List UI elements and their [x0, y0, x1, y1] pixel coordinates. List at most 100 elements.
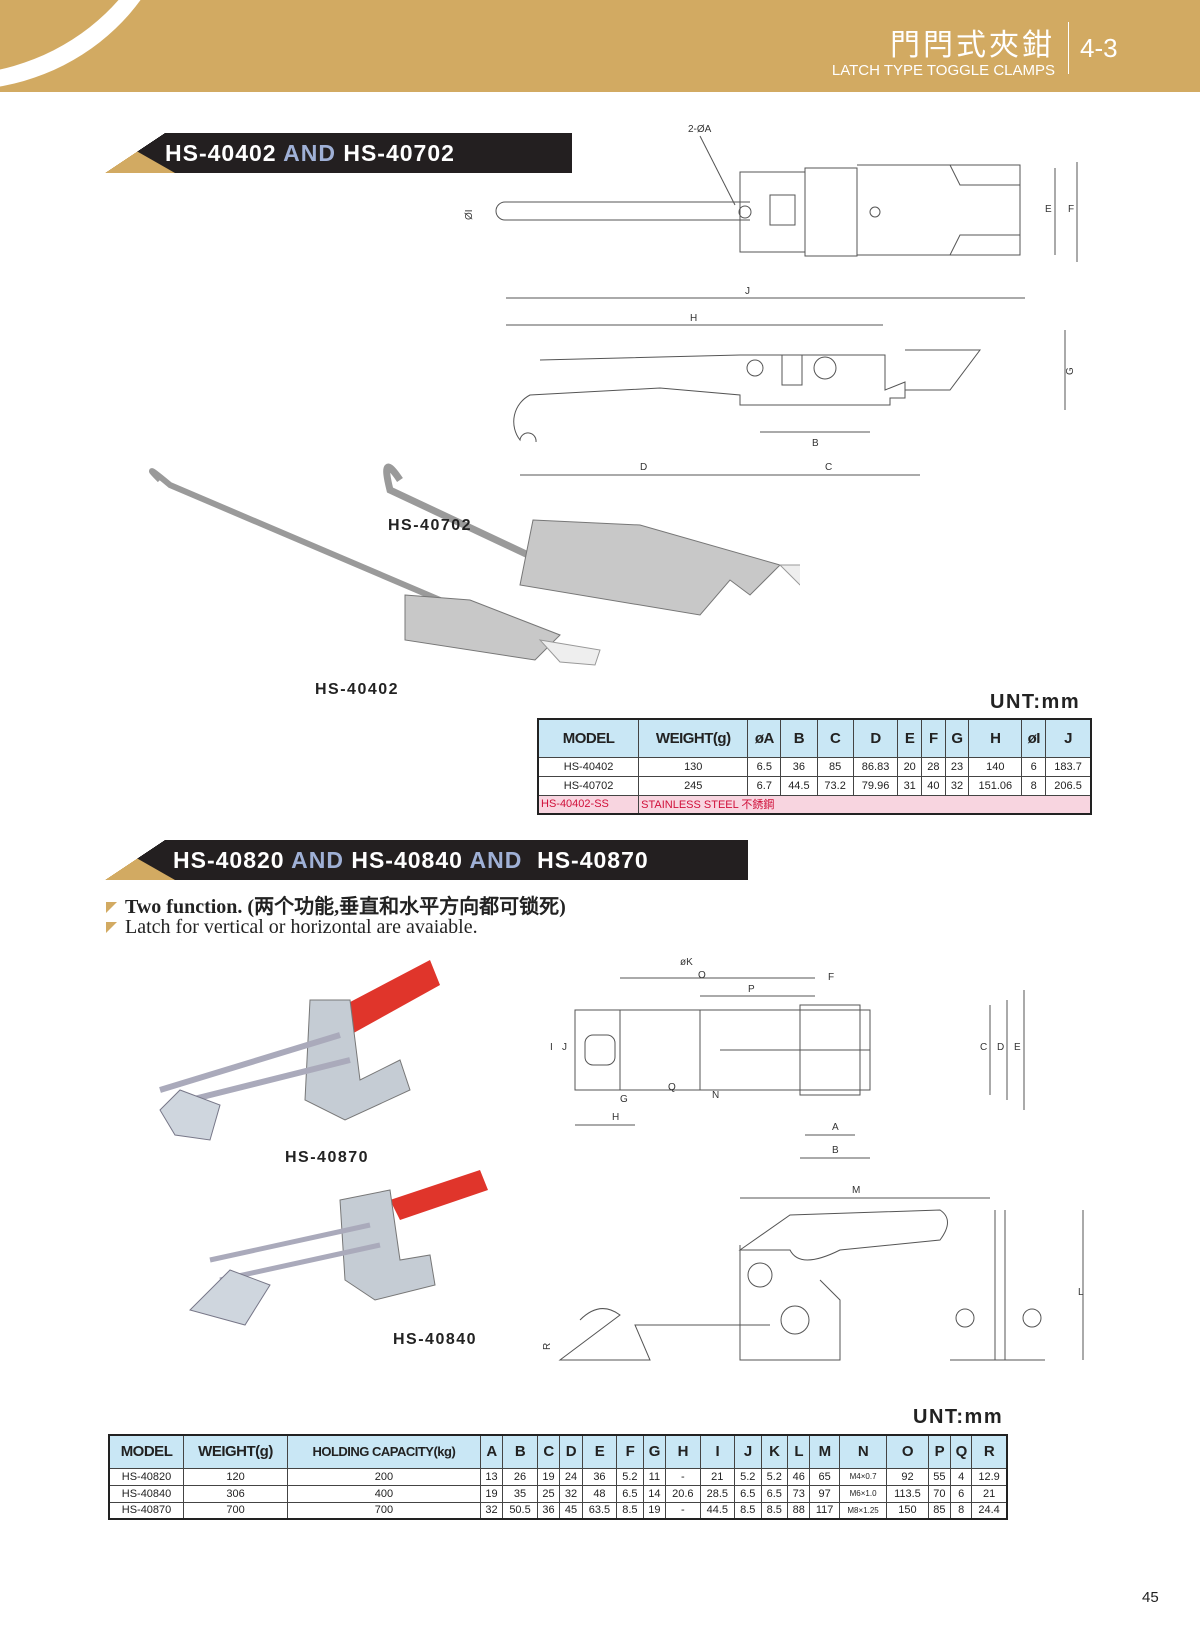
bullet-item: Latch for vertical or horizontal are ava…	[106, 916, 478, 939]
cell: 306	[183, 1484, 288, 1503]
cell: 50.5	[502, 1501, 538, 1520]
cell: 14	[642, 1484, 667, 1503]
cell: 700	[286, 1501, 481, 1520]
dim-label: I	[550, 1042, 553, 1053]
cell: 21	[971, 1484, 1008, 1503]
cell: 6.7	[747, 775, 782, 796]
col-header: MODEL	[537, 718, 640, 758]
dim-label: Q	[668, 1082, 676, 1093]
cell: 21	[699, 1467, 736, 1486]
dim-label: B	[812, 438, 819, 449]
col-header: WEIGHT(g)	[183, 1434, 288, 1469]
col-header: D	[559, 1434, 583, 1469]
page-number: 45	[1142, 1589, 1159, 1606]
cell: M6×1.0	[838, 1484, 888, 1503]
cell: 8	[950, 1501, 973, 1520]
cell: 44.5	[780, 775, 818, 796]
cell: 23	[944, 756, 970, 777]
dim-label: H	[612, 1112, 619, 1123]
col-header: L	[786, 1434, 811, 1469]
cell: 79.96	[852, 775, 899, 796]
cell: 8.5	[760, 1501, 788, 1520]
header-title-en: LATCH TYPE TOGGLE CLAMPS	[831, 62, 1055, 79]
col-header: P	[927, 1434, 952, 1469]
unit-label: UNT:mm	[990, 691, 1081, 713]
col-header: I	[699, 1434, 736, 1469]
dim-label: B	[832, 1145, 839, 1156]
cell: 117	[809, 1501, 840, 1520]
dim-label: J	[745, 286, 750, 297]
cell: 36	[780, 756, 818, 777]
cell: 150	[886, 1501, 929, 1520]
col-header: HOLDING CAPACITY(kg)	[286, 1434, 481, 1469]
cell: 13	[479, 1467, 504, 1486]
cell: 6	[950, 1484, 973, 1503]
dim-label: ØI	[464, 209, 475, 220]
cell: 31	[897, 775, 923, 796]
col-header: M	[809, 1434, 840, 1469]
cell: 8.5	[734, 1501, 762, 1520]
bullet-marker-icon	[106, 902, 117, 913]
col-header: B	[502, 1434, 538, 1469]
hs-40820-technical-drawing: øK O P F I J C D E Q N G H A B M R L	[542, 957, 1084, 1361]
col-header: øA	[747, 718, 782, 758]
col-header: E	[581, 1434, 618, 1469]
page-header: 門閂式夾鉗 LATCH TYPE TOGGLE CLAMPS 4-3	[0, 0, 1200, 92]
dim-label: L	[1078, 1287, 1084, 1298]
dim-label: P	[748, 984, 755, 995]
header-divider	[1068, 22, 1069, 74]
col-header: A	[479, 1434, 504, 1469]
dim-label: E	[1045, 204, 1052, 215]
cell: 32	[559, 1484, 583, 1503]
dim-label: 2-ØA	[688, 124, 712, 135]
cell: 5.2	[734, 1467, 762, 1486]
cell: 12.9	[971, 1467, 1008, 1486]
cell: 28.5	[699, 1484, 736, 1503]
dim-label: N	[712, 1090, 719, 1101]
cell: 206.5	[1045, 775, 1092, 796]
cell: 85	[927, 1501, 952, 1520]
cell: 400	[286, 1484, 481, 1503]
cell: -	[665, 1501, 701, 1520]
cell: STAINLESS STEEL 不銹鋼	[638, 794, 1092, 815]
product-label-hs-40402: HS-40402	[315, 681, 400, 698]
cell: 97	[809, 1484, 840, 1503]
cell: 46	[786, 1467, 811, 1486]
product-label-hs-40870: HS-40870	[285, 1149, 370, 1166]
col-header: J	[734, 1434, 762, 1469]
cell: 70	[927, 1484, 952, 1503]
dim-label: D	[997, 1042, 1004, 1053]
cell: -	[665, 1467, 701, 1486]
dim-label: F	[828, 972, 834, 983]
dim-label: F	[1068, 204, 1074, 215]
cell: 19	[536, 1467, 561, 1486]
col-header: G	[642, 1434, 667, 1469]
cell: M4×0.7	[838, 1467, 888, 1486]
cell: 140	[968, 756, 1023, 777]
dim-label: D	[640, 462, 647, 473]
cell: 183.7	[1045, 756, 1092, 777]
col-header: K	[760, 1434, 788, 1469]
cell: 36	[536, 1501, 561, 1520]
cell: 700	[183, 1501, 288, 1520]
cell: 6.5	[734, 1484, 762, 1503]
cell: HS-40840	[108, 1484, 185, 1503]
cell: 20	[897, 756, 923, 777]
section2-title-bar: HS-40820 AND HS-40840 AND HS-40870	[105, 840, 748, 880]
cell: 92	[886, 1467, 929, 1486]
section-number: 4-3	[1080, 33, 1118, 63]
col-header: C	[536, 1434, 561, 1469]
col-header: F	[921, 718, 946, 758]
dim-label: A	[832, 1122, 839, 1133]
cell: 45	[559, 1501, 583, 1520]
cell: 113.5	[886, 1484, 929, 1503]
cell: 44.5	[699, 1501, 736, 1520]
cell: 28	[921, 756, 946, 777]
dim-label: M	[852, 1185, 860, 1196]
cell: 245	[638, 775, 749, 796]
